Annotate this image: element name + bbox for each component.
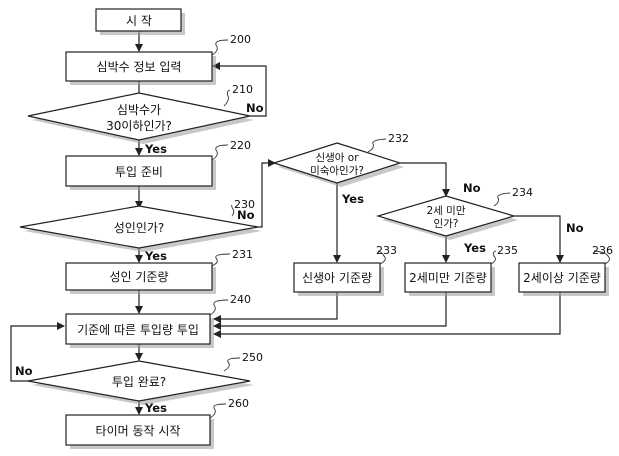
ref-234: 234 <box>512 186 533 199</box>
node-234-label-line2: 인가? <box>434 218 459 230</box>
node-200-label: 심박수 정보 입력 <box>97 60 182 74</box>
no-label-250: No <box>15 364 33 378</box>
yes-label-210: Yes <box>144 142 167 156</box>
ref-232: 232 <box>388 132 409 145</box>
node-240-label: 기준에 따른 투입량 투입 <box>77 323 199 337</box>
node-232-label-line1: 신생아 or <box>315 152 359 164</box>
yes-label-232: Yes <box>341 192 364 206</box>
arrow-236-to-240 <box>214 292 560 334</box>
node-220-label: 투입 준비 <box>115 165 163 179</box>
node-236-label: 2세이상 기준량 <box>523 271 601 285</box>
no-label-232: No <box>463 181 481 195</box>
node-233-label: 신생아 기준량 <box>302 271 372 285</box>
reference-leaders <box>210 40 609 418</box>
node-210-label-line1: 심박수가 <box>117 103 161 117</box>
ref-210: 210 <box>232 83 253 96</box>
node-234-label-line1: 2세 미만 <box>427 205 466 217</box>
ref-200: 200 <box>230 33 251 46</box>
ref-233: 233 <box>376 244 397 257</box>
ref-235: 235 <box>497 244 518 257</box>
ref-260: 260 <box>228 397 249 410</box>
node-250-label: 투입 완료? <box>112 375 166 389</box>
arrow-230-no <box>258 163 275 227</box>
no-label-210: No <box>246 101 264 115</box>
ref-250: 250 <box>242 351 263 364</box>
no-label-234: No <box>566 221 584 235</box>
ref-230: 230 <box>234 198 255 211</box>
start-label: 시 작 <box>126 14 152 28</box>
yes-label-250: Yes <box>144 401 167 415</box>
ref-236: 236 <box>592 244 613 257</box>
node-210-label-line2: 30이하인가? <box>106 119 172 133</box>
arrow-232-no <box>400 163 446 196</box>
yes-label-234: Yes <box>463 241 486 255</box>
ref-231: 231 <box>232 248 253 261</box>
node-230-label: 성인인가? <box>114 221 165 235</box>
node-235-label: 2세미만 기준량 <box>409 271 487 285</box>
ref-240: 240 <box>230 293 251 306</box>
node-260-label: 타이머 동작 시작 <box>96 424 181 438</box>
node-231-label: 성인 기준량 <box>109 270 168 284</box>
node-232-label-line2: 미숙아인가? <box>310 165 364 177</box>
arrow-234-no <box>514 216 560 262</box>
yes-label-230: Yes <box>144 249 167 263</box>
ref-220: 220 <box>230 139 251 152</box>
